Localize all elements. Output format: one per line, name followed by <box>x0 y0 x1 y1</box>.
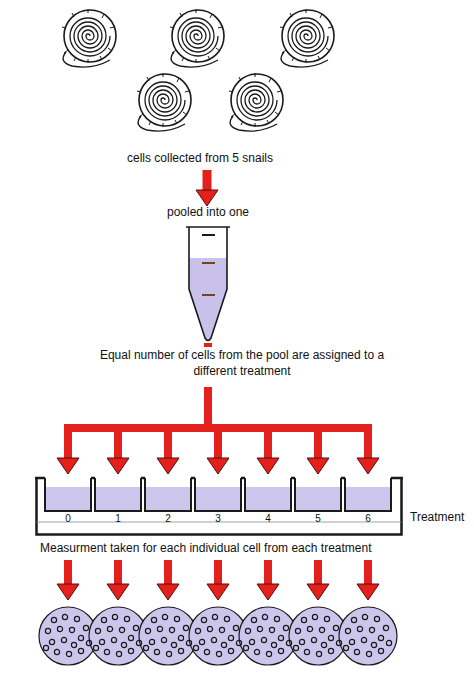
flow-arrow <box>203 170 212 190</box>
cell-dishes <box>39 607 397 665</box>
cell-dots <box>343 614 391 656</box>
test-tube: pooled into one <box>186 225 230 343</box>
measure-arrows <box>68 560 368 584</box>
flow-arrow <box>114 560 122 584</box>
cell-dish <box>139 607 197 665</box>
flow-arrow <box>214 560 222 584</box>
treatment-well: 6 <box>344 478 392 512</box>
treatment-number: 2 <box>146 513 190 524</box>
cell-dish <box>89 607 147 665</box>
treatment-number: 5 <box>296 513 340 524</box>
treatment-number: 4 <box>246 513 290 524</box>
treatment-number: 0 <box>46 513 90 524</box>
snail-shell <box>280 9 334 67</box>
snail-shell <box>137 73 191 131</box>
treatment-number: 1 <box>96 513 140 524</box>
cell-dots <box>43 614 91 656</box>
treatment-well: 5 <box>294 478 342 512</box>
treatment-well: 1 <box>94 478 142 512</box>
snail-shell <box>229 73 283 131</box>
cell-dots <box>143 614 191 656</box>
treatment-number: 3 <box>196 513 240 524</box>
snail-shell <box>62 9 116 67</box>
flow-arrow <box>314 560 322 584</box>
step-note: Measurment taken for each individual cel… <box>40 540 440 556</box>
tube-outline <box>186 225 230 343</box>
flow-arrow <box>64 560 72 584</box>
cell-dish <box>39 607 97 665</box>
cell-dots <box>243 614 291 656</box>
node-label: pooled into one <box>167 205 249 219</box>
treatment-well: 4 <box>244 478 292 512</box>
treatment-well: 2 <box>144 478 192 512</box>
cell-dots <box>193 614 241 656</box>
step-note: Equal number of cells from the pool are … <box>82 347 402 387</box>
cell-dots <box>93 614 141 656</box>
cell-dish <box>339 607 397 665</box>
cell-dish <box>289 607 347 665</box>
flow-arrow <box>364 560 372 584</box>
treatment-number: 6 <box>346 513 390 524</box>
flow-arrow <box>264 560 272 584</box>
well-plate: Treatment0123456 <box>35 472 403 536</box>
cell-dish <box>189 607 247 665</box>
flow-arrow <box>164 560 172 584</box>
cell-dish <box>239 607 297 665</box>
node-label: Treatment <box>410 510 464 524</box>
cell-dots <box>293 614 341 656</box>
snail-shells <box>62 9 334 131</box>
treatment-well: 3 <box>194 478 242 512</box>
treatment-well: 0 <box>44 478 92 512</box>
caption-text: cells collected from 5 snails <box>60 150 340 166</box>
snail-shell <box>170 9 224 67</box>
